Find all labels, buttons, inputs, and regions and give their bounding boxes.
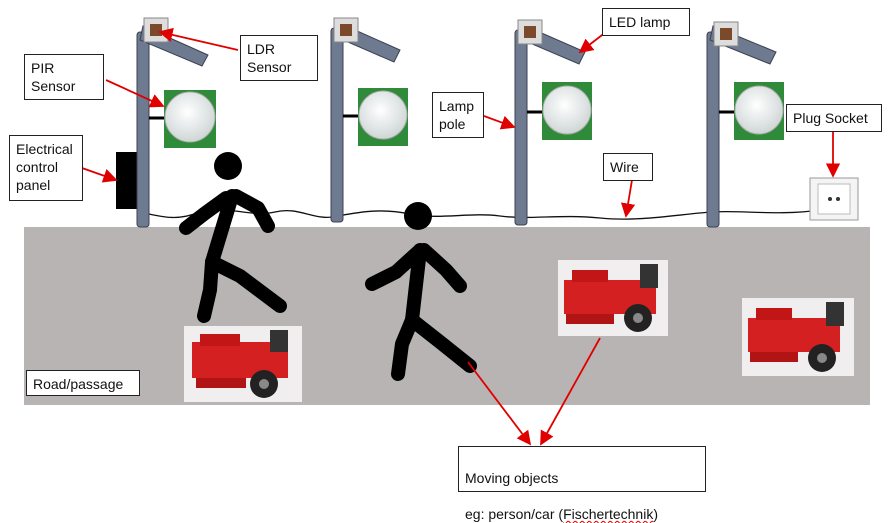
moving-objects-brand: Fischertechnik: [563, 506, 654, 522]
pir-sensor-icon: [719, 82, 784, 140]
lamp-pole-label: Lamp pole: [432, 92, 484, 138]
moving-objects-line2-suffix: ): [653, 506, 658, 522]
wire-label: Wire: [603, 153, 653, 181]
robot-car-icon: [558, 260, 668, 336]
road-passage-label: Road/passage: [26, 370, 140, 396]
lamp-pole-icon: [706, 25, 777, 228]
pir-sensor-icon: [527, 82, 592, 140]
arrow-moving-1: [467, 361, 532, 446]
person-walking-icon: [179, 152, 287, 323]
control-panel-icon: [116, 152, 140, 209]
street-lighting-diagram: [24, 17, 870, 446]
robot-car-icon: [742, 298, 854, 376]
arrow-pir: [105, 79, 165, 108]
arrow-lamp-pole: [483, 115, 516, 130]
ldr-sensor-label: LDR Sensor: [240, 35, 318, 81]
arrow-ldr: [158, 27, 239, 51]
road: [24, 227, 870, 405]
moving-objects-line2-prefix: eg: person/car (: [465, 506, 564, 522]
callout-arrows: [81, 27, 841, 446]
control-panel-label: Electrical control panel: [9, 135, 83, 201]
arrow-wire: [620, 179, 636, 218]
pir-sensor-label: PIR Sensor: [24, 54, 104, 100]
person-walking-icon: [365, 202, 477, 381]
wire: [139, 208, 821, 220]
ldr-sensor-icon: [713, 21, 739, 47]
plug-socket-label: Plug Socket: [786, 104, 882, 132]
plug-socket-icon: [809, 177, 859, 221]
pir-sensor-icon: [343, 88, 408, 146]
pir-sensor-icon: [149, 90, 216, 148]
moving-objects-line1: Moving objects: [465, 470, 559, 486]
ldr-sensor-icon: [143, 17, 169, 43]
ldr-sensor-icon: [333, 17, 359, 43]
arrow-control-panel: [81, 167, 118, 183]
moving-objects-label: Moving objects eg: person/car (Fischerte…: [458, 446, 706, 522]
arrow-led: [578, 31, 607, 54]
led-lamp-label: LED lamp: [602, 8, 690, 36]
robot-car-icon: [184, 326, 302, 402]
ldr-sensor-icon: [517, 19, 543, 45]
arrow-moving-2: [540, 337, 601, 446]
